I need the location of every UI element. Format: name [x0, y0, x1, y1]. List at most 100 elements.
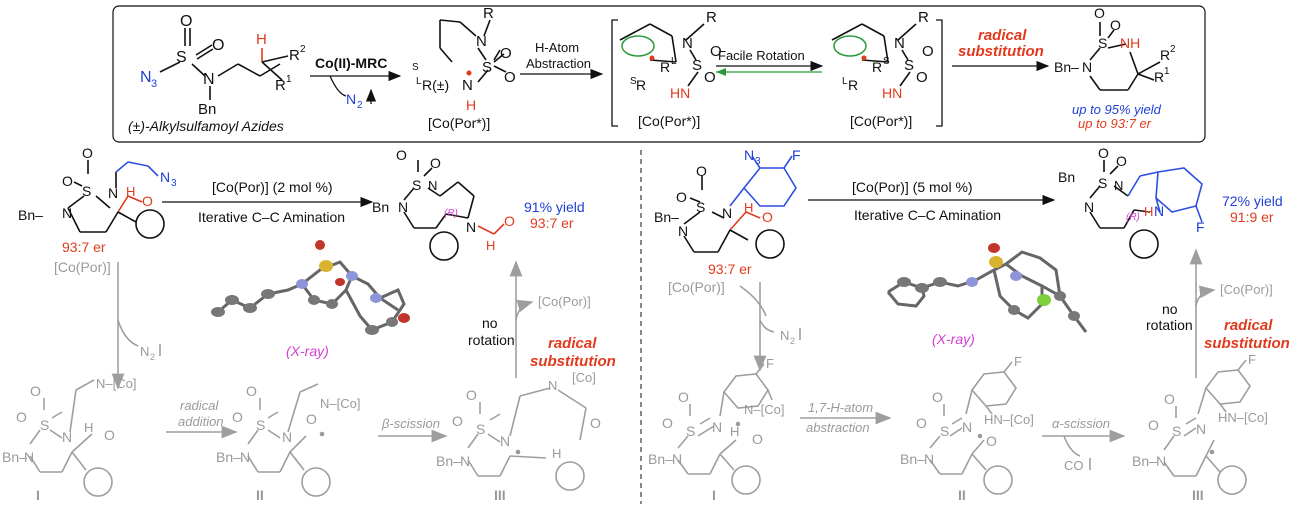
- svg-text:H: H: [126, 184, 135, 199]
- svg-text:rotation: rotation: [1146, 317, 1193, 333]
- svg-text:[Co(Por*)]: [Co(Por*)]: [850, 113, 912, 129]
- cyclic-sulfamide-product: O O S NH N Bn– R 2 R 1 up to 95% yield u…: [1054, 5, 1176, 131]
- svg-text:substitution: substitution: [1204, 335, 1290, 352]
- svg-text:N: N: [722, 205, 732, 221]
- svg-text:N: N: [744, 147, 754, 163]
- svg-text:O: O: [232, 409, 243, 425]
- svg-text:S: S: [904, 57, 914, 74]
- svg-text:O: O: [916, 415, 927, 431]
- svg-text:[Co(Por*)]: [Co(Por*)]: [428, 115, 490, 131]
- bracket-right: [936, 19, 943, 127]
- svg-text:N: N: [428, 178, 437, 193]
- svg-text:N–[Co]: N–[Co]: [320, 396, 360, 411]
- svg-text:O: O: [1094, 5, 1105, 21]
- svg-text:N: N: [282, 429, 292, 445]
- svg-text:H: H: [730, 424, 739, 439]
- svg-text:N: N: [160, 169, 170, 185]
- svg-text:III: III: [494, 487, 506, 503]
- svg-text:I: I: [36, 487, 40, 503]
- svg-text:N: N: [1154, 203, 1164, 219]
- svg-text:O: O: [104, 427, 115, 443]
- co-reagent-right: [Co(Por)]: [668, 279, 725, 295]
- left-step1: radical: [180, 398, 219, 413]
- svg-text:HN–[Co]: HN–[Co]: [1218, 410, 1268, 425]
- svg-text:R: R: [918, 9, 929, 26]
- svg-text:Bn–: Bn–: [648, 451, 673, 467]
- svg-text:O: O: [306, 411, 317, 427]
- atom-h: H: [256, 31, 267, 48]
- n2-loss-arrow-right: [759, 319, 775, 333]
- right-intermediate-II: F HN–[Co] O O S N O Bn– N II: [900, 354, 1034, 503]
- svg-text:N: N: [1114, 178, 1123, 193]
- svg-text:S: S: [1098, 35, 1107, 51]
- svg-text:O: O: [1148, 417, 1159, 433]
- svg-text:S: S: [256, 417, 265, 433]
- left-intermediate-I: O O S N N–[Co] H O Bn– N I: [2, 376, 136, 503]
- top-panel-frame: [112, 5, 1206, 143]
- svg-text:Bn–: Bn–: [216, 449, 241, 465]
- er-text: up to 93:7 er: [1078, 116, 1152, 131]
- svg-text:substitution: substitution: [530, 353, 616, 370]
- right-step2: α-scission: [1052, 416, 1110, 431]
- svg-text:3: 3: [755, 156, 761, 167]
- svg-text:addition: addition: [178, 414, 224, 429]
- svg-text:O: O: [932, 389, 943, 405]
- svg-text:II: II: [958, 487, 966, 503]
- carbon-radical-intermediate-a: R N S O O R L S R HN [Co(Por*)]: [619, 9, 722, 129]
- svg-text:O: O: [142, 193, 153, 209]
- svg-text:2: 2: [790, 336, 795, 346]
- svg-text:F: F: [1014, 354, 1022, 369]
- left-reagent: [Co(Por)] (2 mol %): [212, 179, 333, 195]
- svg-text:Bn–: Bn–: [1054, 59, 1079, 75]
- svg-text:N: N: [460, 453, 470, 469]
- svg-text:N: N: [682, 35, 693, 52]
- svg-text:N–[Co]: N–[Co]: [96, 376, 136, 391]
- left-yield: 91% yield: [524, 199, 585, 215]
- right-starting-material: N 3 F O O S N N H O Bn– 93:7 er: [654, 147, 801, 277]
- svg-text:I: I: [712, 487, 716, 503]
- svg-text:1: 1: [286, 74, 292, 85]
- svg-text:S: S: [476, 421, 485, 437]
- r2-group: R: [289, 47, 300, 64]
- svg-text:S: S: [630, 76, 637, 87]
- radical-sub-left-1: radical: [548, 335, 597, 352]
- svg-text:O: O: [16, 409, 27, 425]
- svg-text:N: N: [894, 35, 905, 52]
- svg-text:N: N: [672, 451, 682, 467]
- svg-text:N: N: [1156, 453, 1166, 469]
- svg-text:O: O: [1098, 145, 1109, 161]
- svg-text:substitution: substitution: [958, 43, 1044, 60]
- svg-text:O: O: [1116, 153, 1127, 169]
- svg-text:HN–[Co]: HN–[Co]: [984, 412, 1034, 427]
- right-up-arrow: [1195, 285, 1216, 378]
- svg-text:HN: HN: [670, 85, 690, 101]
- svg-text:O: O: [246, 383, 257, 399]
- svg-text:N: N: [62, 205, 72, 221]
- radical-sub-label: radical: [978, 27, 1027, 44]
- svg-text:O: O: [762, 209, 773, 225]
- svg-text:O: O: [1164, 391, 1175, 407]
- n2-release-arrow: [329, 75, 347, 97]
- n2-loss-arrow: [117, 319, 139, 347]
- svg-text:O: O: [678, 389, 689, 405]
- atom-o: O: [212, 37, 224, 54]
- svg-text:N: N: [140, 344, 149, 359]
- right-reagent: [Co(Por)] (5 mol %): [852, 179, 973, 195]
- svg-text:O: O: [500, 45, 512, 62]
- xray-label-left: (X-ray): [286, 343, 329, 359]
- atom-o: O: [180, 13, 192, 30]
- svg-text:R: R: [872, 59, 882, 75]
- svg-text:S: S: [883, 56, 890, 67]
- right-product: O O S N N Bn (R) N H F: [1058, 145, 1205, 259]
- r1-group: R: [275, 77, 286, 94]
- svg-text:H: H: [84, 420, 93, 435]
- svg-text:R: R: [660, 59, 670, 75]
- svg-text:N: N: [240, 449, 250, 465]
- svg-text:H: H: [466, 97, 476, 113]
- svg-text:O: O: [676, 189, 687, 205]
- svg-text:N: N: [678, 223, 688, 239]
- aminyl-radical-intermediate: R N S O O N S L R(±) H [Co(Por*)]: [412, 5, 516, 131]
- right-reaction-label: Iterative C–C Amination: [854, 207, 1001, 223]
- svg-text:H: H: [1144, 204, 1153, 219]
